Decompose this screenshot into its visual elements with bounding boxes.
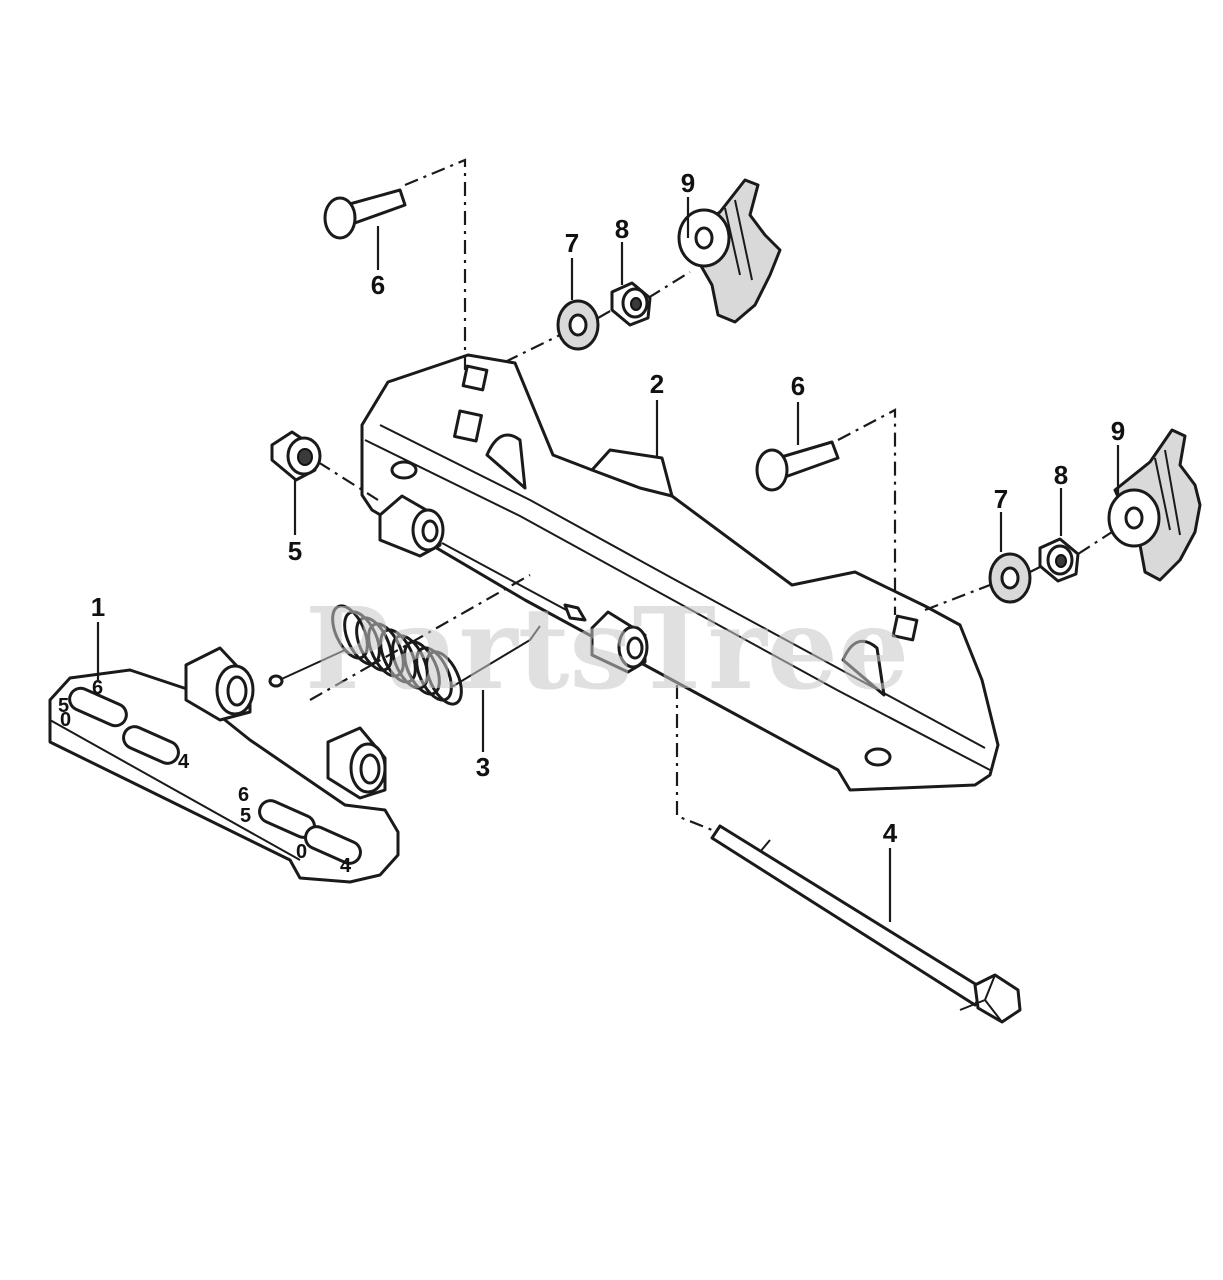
callout-9-lower: 9 (1111, 416, 1125, 446)
hardware-set-upper (556, 178, 782, 351)
carriage-bolt-left (323, 188, 407, 240)
plate-stamp-2: 5 (58, 695, 69, 717)
flange-nut (270, 430, 322, 482)
carriage-bolt-right (755, 440, 840, 492)
adjuster-plate: 6 5 0 4 6 5 0 4 (48, 646, 400, 884)
plate-stamp-5: 6 (238, 784, 249, 806)
callout-6-left: 6 (371, 270, 385, 300)
watermark: PartsTree (305, 584, 909, 715)
plate-stamp-6: 5 (240, 805, 251, 827)
callout-2: 2 (650, 369, 664, 399)
plate-stamp-7: 0 (296, 841, 307, 863)
assembly-lines (309, 158, 1113, 832)
callout-8-upper: 8 (615, 214, 629, 244)
callout-1: 1 (91, 592, 105, 622)
hex-bolt (710, 824, 1022, 1024)
extension-spring (268, 604, 541, 706)
callout-8-lower: 8 (1054, 460, 1068, 490)
plate-stamp-3: 0 (60, 709, 71, 731)
plate-stamp-8: 4 (340, 855, 352, 877)
callout-6-right: 6 (791, 371, 805, 401)
hardware-set-lower (988, 428, 1202, 604)
shaft-spacers (378, 494, 649, 674)
main-bracket (360, 353, 1000, 792)
plate-stamp-1: 6 (92, 677, 103, 699)
callout-9-upper: 9 (681, 168, 695, 198)
callout-5: 5 (288, 536, 302, 566)
callout-4: 4 (883, 818, 898, 848)
plate-stamp-4: 4 (178, 751, 190, 773)
callout-3: 3 (476, 752, 490, 782)
callout-7-upper: 7 (565, 228, 579, 258)
callouts: 1 2 3 4 5 6 6 7 7 8 8 9 9 (91, 168, 1125, 848)
leader-lines (96, 197, 1120, 922)
callout-7-lower: 7 (994, 484, 1008, 514)
